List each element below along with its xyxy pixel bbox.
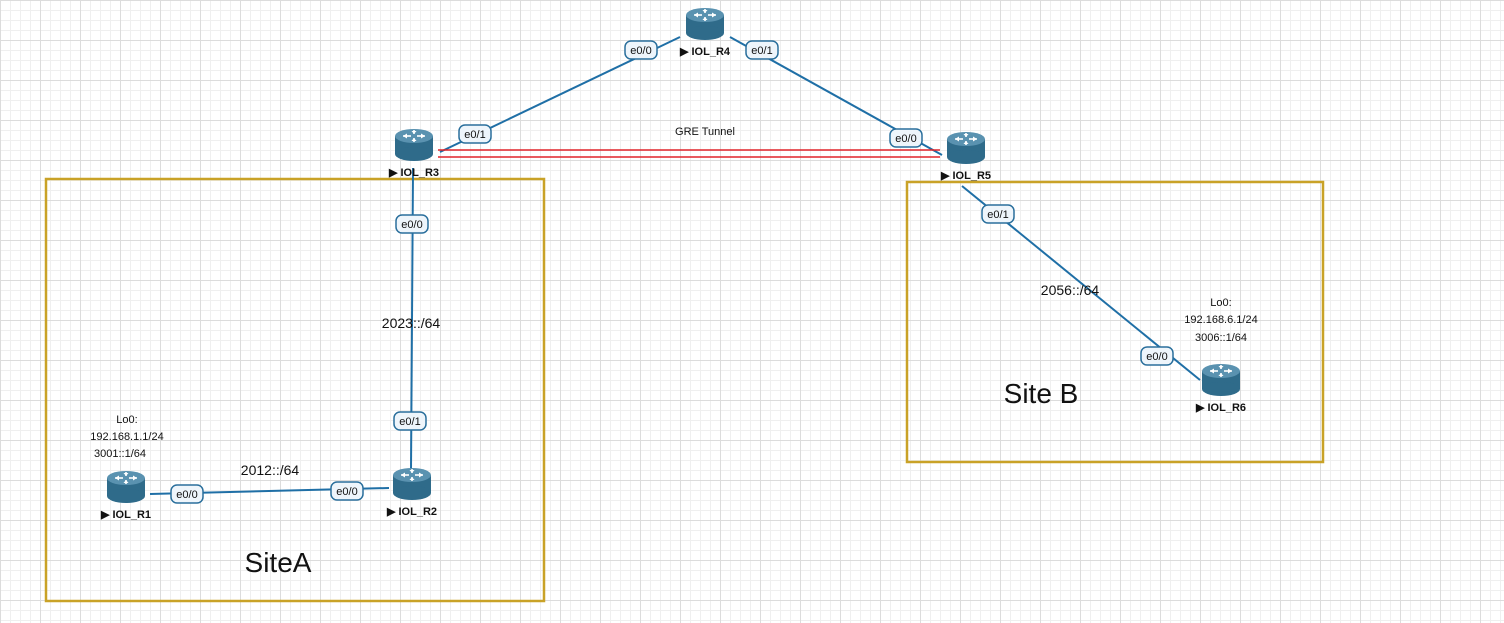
svg-text:3001::1/64: 3001::1/64 [94, 448, 146, 460]
interface-r4-e0-0[interactable]: e0/0 [624, 40, 658, 60]
svg-text:Lo0:: Lo0: [116, 414, 137, 426]
svg-text:▶ IOL_R6: ▶ IOL_R6 [1195, 402, 1246, 414]
svg-text:192.168.6.1/24: 192.168.6.1/24 [1184, 314, 1257, 326]
play-icon: ▶ [388, 167, 401, 179]
router-icon [106, 470, 146, 504]
interface-r6-e0-0[interactable]: e0/0 [1140, 346, 1174, 366]
svg-text:▶ IOL_R2: ▶ IOL_R2 [386, 506, 437, 518]
router-label-r6: IOL_R6 [1208, 402, 1247, 414]
play-icon: ▶ [940, 170, 953, 182]
router-iol-r6[interactable]: ▶ IOL_R6 [1195, 363, 1246, 414]
site-a-title: SiteA [245, 547, 312, 578]
router-iol-r4[interactable]: ▶ IOL_R4 [679, 7, 731, 58]
interface-r3-e0-0[interactable]: e0/0 [395, 214, 429, 234]
svg-text:e0/0: e0/0 [336, 486, 357, 498]
interface-r2-e0-1[interactable]: e0/1 [393, 411, 427, 431]
site-b-box [905, 180, 1325, 464]
play-icon: ▶ [679, 46, 692, 58]
router-icon [946, 131, 986, 165]
router-label-r4: IOL_R4 [692, 46, 731, 58]
svg-text:e0/1: e0/1 [751, 45, 772, 57]
interface-r4-e0-1[interactable]: e0/1 [745, 40, 779, 60]
router-iol-r1[interactable]: ▶ IOL_R1 [100, 470, 151, 521]
gre-tunnel-label: GRE Tunnel [675, 126, 735, 138]
router-iol-r2[interactable]: ▶ IOL_R2 [386, 467, 437, 518]
interface-r2-e0-0[interactable]: e0/0 [330, 481, 364, 501]
router-icon [1201, 363, 1241, 397]
svg-text:e0/1: e0/1 [987, 209, 1008, 221]
router-label-r3: IOL_R3 [401, 167, 440, 179]
svg-text:e0/1: e0/1 [464, 129, 485, 141]
play-icon: ▶ [1195, 402, 1208, 414]
svg-text:Lo0:: Lo0: [1210, 297, 1231, 309]
network-label-r2-r3: 2023::/64 [382, 315, 441, 331]
loopback-note-r1: Lo0: 192.168.1.1/24 3001::1/64 [90, 414, 163, 460]
svg-text:▶ IOL_R1: ▶ IOL_R1 [100, 509, 151, 521]
interface-r5-e0-0[interactable]: e0/0 [889, 128, 923, 148]
router-label-r2: IOL_R2 [399, 506, 438, 518]
site-a-box [44, 177, 546, 603]
loopback-note-r6: Lo0: 192.168.6.1/24 3006::1/64 [1184, 297, 1257, 344]
interface-r5-e0-1[interactable]: e0/1 [981, 204, 1015, 224]
network-label-r5-r6: 2056::/64 [1041, 282, 1100, 298]
svg-text:▶ IOL_R5: ▶ IOL_R5 [940, 170, 991, 182]
svg-text:e0/0: e0/0 [176, 489, 197, 501]
svg-text:e0/1: e0/1 [399, 416, 420, 428]
router-icon [685, 7, 725, 41]
site-b-title: Site B [1004, 378, 1079, 409]
router-iol-r5[interactable]: ▶ IOL_R5 [940, 131, 991, 182]
svg-text:e0/0: e0/0 [630, 45, 651, 57]
svg-text:▶ IOL_R4: ▶ IOL_R4 [679, 46, 731, 58]
play-icon: ▶ [386, 506, 399, 518]
network-label-r1-r2: 2012::/64 [241, 462, 300, 478]
router-icon [394, 128, 434, 162]
svg-text:192.168.1.1/24: 192.168.1.1/24 [90, 431, 163, 443]
router-icon [392, 467, 432, 501]
interface-r3-e0-1[interactable]: e0/1 [458, 124, 492, 144]
svg-text:e0/0: e0/0 [1146, 351, 1167, 363]
router-label-r5: IOL_R5 [953, 170, 992, 182]
play-icon: ▶ [100, 509, 113, 521]
svg-text:3006::1/64: 3006::1/64 [1195, 332, 1247, 344]
router-iol-r3[interactable]: ▶ IOL_R3 [388, 128, 439, 179]
gre-tunnel[interactable] [438, 149, 940, 158]
svg-text:e0/0: e0/0 [895, 133, 916, 145]
router-label-r1: IOL_R1 [113, 509, 152, 521]
svg-text:▶ IOL_R3: ▶ IOL_R3 [388, 167, 439, 179]
svg-text:e0/0: e0/0 [401, 219, 422, 231]
interface-r1-e0-0[interactable]: e0/0 [170, 484, 204, 504]
